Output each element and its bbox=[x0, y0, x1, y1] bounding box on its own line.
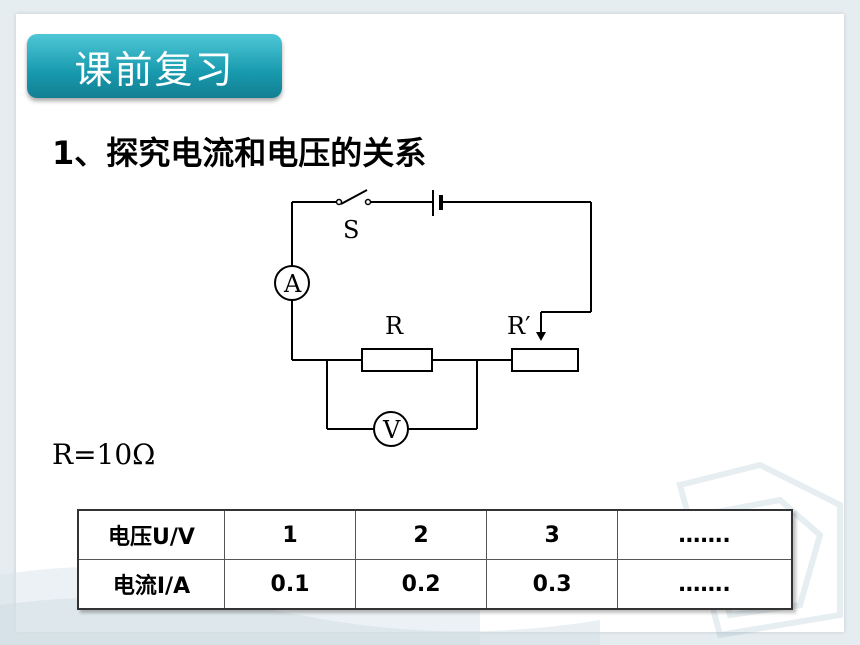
resistor-label: R bbox=[385, 312, 404, 340]
row-header-voltage: 电压U/V bbox=[77, 509, 225, 560]
table-row: 电压U/V 1 2 3 ……. bbox=[77, 509, 793, 560]
resistance-value: R=10Ω bbox=[52, 438, 156, 471]
circuit-diagram: S A V R R′ bbox=[274, 189, 592, 447]
section-badge: 课前复习 bbox=[27, 34, 282, 98]
voltmeter-label: V bbox=[382, 416, 401, 444]
table-cell: 3 bbox=[486, 509, 619, 560]
ammeter-label: A bbox=[283, 270, 302, 298]
rheostat bbox=[511, 348, 579, 372]
resistor-r bbox=[361, 348, 433, 372]
section-badge-label: 课前复习 bbox=[74, 47, 235, 92]
table-cell: 0.1 bbox=[223, 559, 357, 610]
voltmeter bbox=[373, 411, 409, 447]
switch-contact-left bbox=[335, 198, 343, 206]
table-row: 电流I/A 0.1 0.2 0.3 ……. bbox=[77, 559, 793, 610]
switch-blade bbox=[340, 189, 368, 205]
table-cell: ……. bbox=[617, 509, 793, 560]
table-cell: 0.2 bbox=[355, 559, 488, 610]
table-cell: ……. bbox=[617, 559, 793, 610]
switch-contact-right bbox=[364, 198, 372, 206]
rheostat-label: R′ bbox=[507, 312, 531, 340]
switch-label: S bbox=[343, 216, 359, 244]
data-table: 电压U/V 1 2 3 ……. 电流I/A 0.1 0.2 0.3 ……. bbox=[77, 509, 793, 610]
table-cell: 1 bbox=[223, 509, 357, 560]
question-heading: 1、探究电流和电压的关系 bbox=[52, 134, 427, 172]
table-cell: 0.3 bbox=[486, 559, 619, 610]
ammeter bbox=[274, 265, 310, 301]
slider-arrow bbox=[536, 332, 546, 341]
table-cell: 2 bbox=[355, 509, 488, 560]
row-header-current: 电流I/A bbox=[77, 559, 225, 610]
